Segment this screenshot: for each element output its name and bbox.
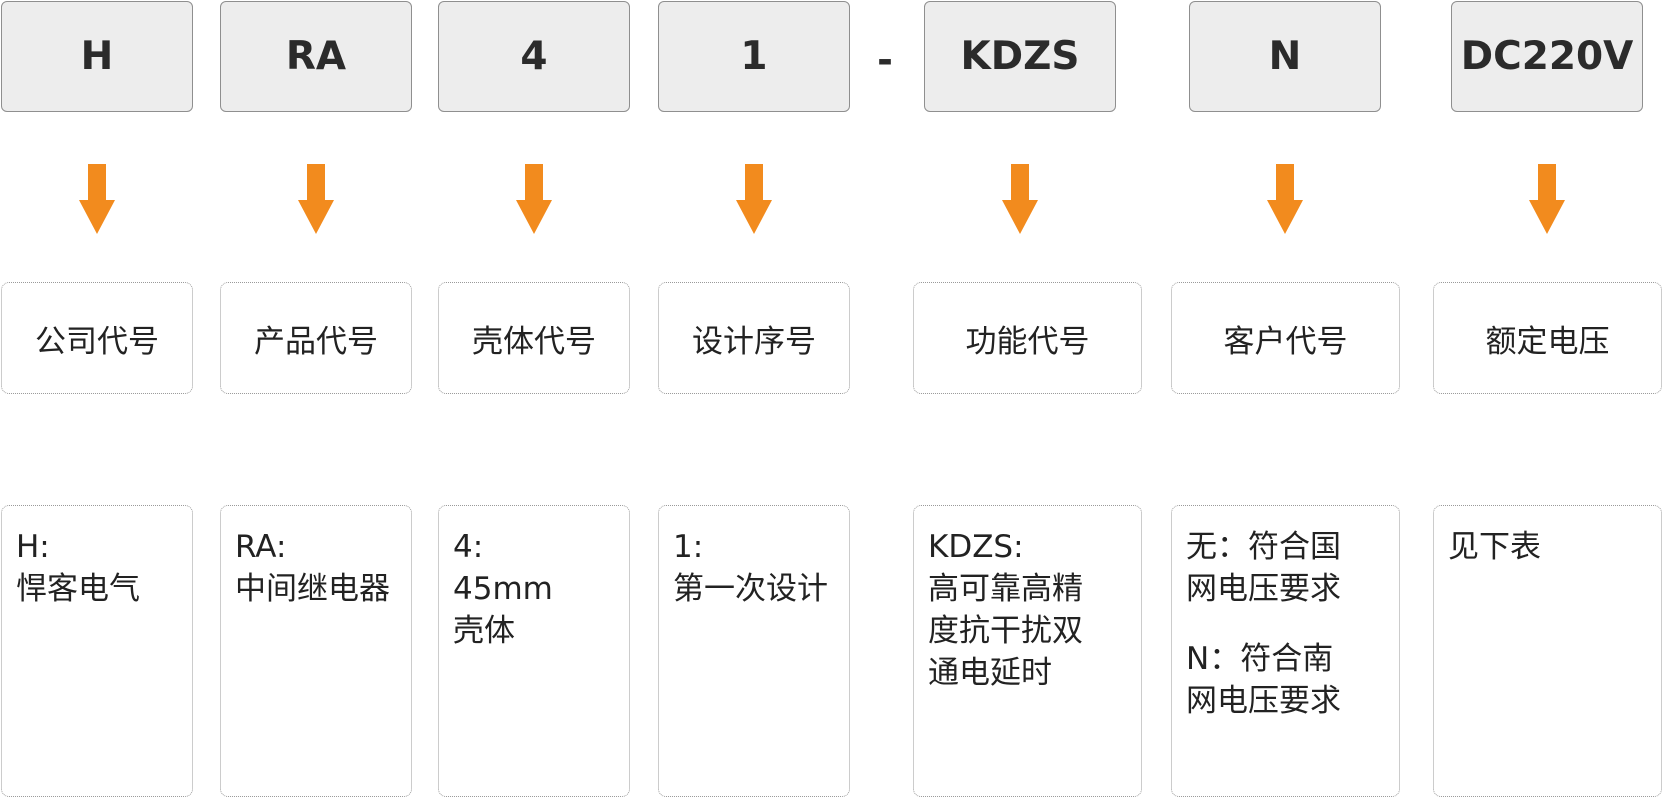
label-text: 公司代号 xyxy=(35,323,159,360)
label-function-code: 功能代号 xyxy=(913,282,1142,394)
code-box-voltage: DC220V xyxy=(1451,1,1643,112)
spacer xyxy=(1186,610,1385,638)
code-text: 4 xyxy=(520,34,548,79)
desc-line: 4: xyxy=(453,529,484,565)
label-text: 额定电压 xyxy=(1485,323,1610,360)
desc-voltage: 见下表 xyxy=(1433,505,1662,797)
down-arrow-icon xyxy=(736,164,772,234)
down-arrow-icon xyxy=(298,164,334,234)
desc-product: RA: 中间继电器 xyxy=(220,505,412,797)
code-text: RA xyxy=(285,34,347,79)
code-box-company: H xyxy=(1,1,193,112)
label-rated-voltage: 额定电压 xyxy=(1433,282,1662,394)
label-customer-code: 客户代号 xyxy=(1171,282,1400,394)
desc-line: 网电压要求 xyxy=(1186,683,1341,719)
label-text: 产品代号 xyxy=(254,323,378,360)
desc-line: 高可靠高精 xyxy=(928,571,1083,607)
label-company-code: 公司代号 xyxy=(1,282,193,394)
code-box-customer: N xyxy=(1189,1,1381,112)
label-product-code: 产品代号 xyxy=(220,282,412,394)
down-arrow-icon xyxy=(79,164,115,234)
desc-line: 网电压要求 xyxy=(1186,571,1341,607)
desc-line: 中间继电器 xyxy=(235,571,390,607)
label-design-number: 设计序号 xyxy=(658,282,850,394)
code-text: N xyxy=(1268,34,1302,79)
code-text: H xyxy=(80,34,114,79)
desc-line: 度抗干扰双 xyxy=(928,613,1083,649)
desc-line: 45mm xyxy=(453,571,553,607)
code-box-product: RA xyxy=(220,1,412,112)
desc-function: KDZS: 高可靠高精 度抗干扰双 通电延时 xyxy=(913,505,1142,797)
label-housing-code: 壳体代号 xyxy=(438,282,630,394)
desc-line: N：符合南 xyxy=(1186,641,1334,677)
desc-company: H: 悍客电气 xyxy=(1,505,193,797)
desc-line: 第一次设计 xyxy=(673,571,828,607)
down-arrow-icon xyxy=(1267,164,1303,234)
desc-customer: 无：符合国 网电压要求 N：符合南 网电压要求 xyxy=(1171,505,1400,797)
desc-line: 壳体 xyxy=(453,613,515,649)
code-box-design: 1 xyxy=(658,1,850,112)
label-text: 功能代号 xyxy=(965,323,1090,360)
down-arrow-icon xyxy=(516,164,552,234)
label-text: 设计序号 xyxy=(692,323,816,360)
desc-line: 无：符合国 xyxy=(1186,529,1341,565)
down-arrow-icon xyxy=(1529,164,1565,234)
desc-line: KDZS: xyxy=(928,529,1024,565)
desc-line: 见下表 xyxy=(1448,529,1541,565)
desc-line: 1: xyxy=(673,529,704,565)
code-text: KDZS xyxy=(960,34,1080,79)
code-box-function: KDZS xyxy=(924,1,1116,112)
desc-line: H: xyxy=(16,529,50,565)
desc-line: 通电延时 xyxy=(928,655,1052,691)
desc-line: RA: xyxy=(235,529,287,565)
code-text: DC220V xyxy=(1460,34,1634,79)
down-arrow-icon xyxy=(1002,164,1038,234)
separator-dash: - xyxy=(877,38,893,82)
code-box-housing: 4 xyxy=(438,1,630,112)
desc-line: 悍客电气 xyxy=(16,571,140,607)
label-text: 壳体代号 xyxy=(472,323,596,360)
desc-design: 1: 第一次设计 xyxy=(658,505,850,797)
label-text: 客户代号 xyxy=(1223,323,1348,360)
code-text: 1 xyxy=(740,34,768,79)
desc-housing: 4: 45mm 壳体 xyxy=(438,505,630,797)
